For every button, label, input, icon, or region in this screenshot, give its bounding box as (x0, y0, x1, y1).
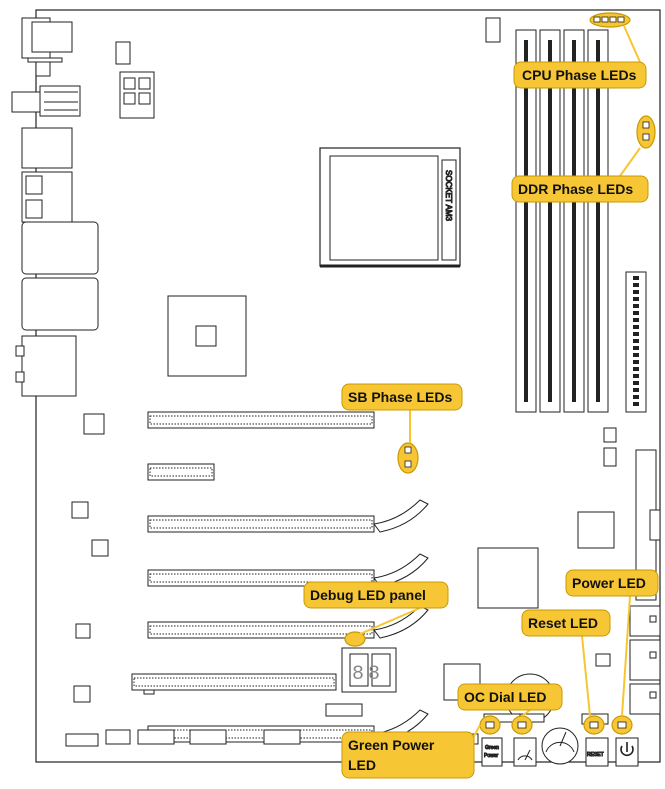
reset-button[interactable] (585, 737, 609, 767)
top-connectors (115, 17, 501, 119)
callout-green-power-line2: LED (348, 757, 376, 773)
callout-ddr-phase-text: DDR Phase LEDs (518, 181, 633, 197)
green-power-button-line1: Green (485, 745, 499, 751)
dimm-slots (515, 29, 609, 413)
callout-ddr-phase: DDR Phase LEDs (511, 175, 649, 203)
reset-button-label: RESET (587, 752, 604, 758)
gauge-icon (517, 749, 533, 761)
callout-power-led-text: Power LED (572, 575, 646, 591)
right-connectors (629, 449, 661, 715)
power-icon (620, 742, 634, 757)
callout-cpu-phase: CPU Phase LEDs (513, 61, 647, 89)
callout-oc-dial-led-text: OC Dial LED (464, 689, 546, 705)
rear-io-panel (11, 17, 99, 397)
green-power-button[interactable] (481, 737, 503, 767)
callout-oc-dial-led: OC Dial LED (457, 683, 563, 711)
callout-sb-phase-text: SB Phase LEDs (348, 389, 452, 405)
northbridge (167, 295, 247, 377)
callout-debug-panel: Debug LED panel (303, 581, 449, 609)
ddr-phase-leds-marker (636, 115, 656, 149)
leader-lines (359, 25, 641, 741)
callout-green-power-line1: Green Power (348, 737, 435, 753)
debug-digits: 88 (352, 663, 384, 686)
debug-marker (344, 631, 366, 647)
callout-sb-phase: SB Phase LEDs (341, 383, 463, 411)
green-power-button-line2: Power (484, 753, 499, 759)
atx-power-connector (625, 271, 647, 413)
cpu-socket: SOCKET AM3 (319, 147, 461, 268)
debug-led-panel: 88 (341, 647, 397, 693)
callout-reset-led: Reset LED (521, 609, 611, 637)
front-buttons: Green Power RESET (481, 727, 639, 767)
socket-label: SOCKET AM3 (444, 170, 453, 222)
oc-dial-button[interactable] (513, 737, 537, 767)
led-dots (404, 16, 650, 729)
sb-phase-leds-marker (397, 442, 419, 474)
callout-reset-led-text: Reset LED (528, 615, 598, 631)
callout-cpu-phase-text: CPU Phase LEDs (522, 67, 637, 83)
callout-green-power-led: Green Power LED (341, 731, 475, 779)
callout-power-led: Power LED (565, 569, 659, 597)
callout-debug-panel-text: Debug LED panel (310, 587, 426, 603)
